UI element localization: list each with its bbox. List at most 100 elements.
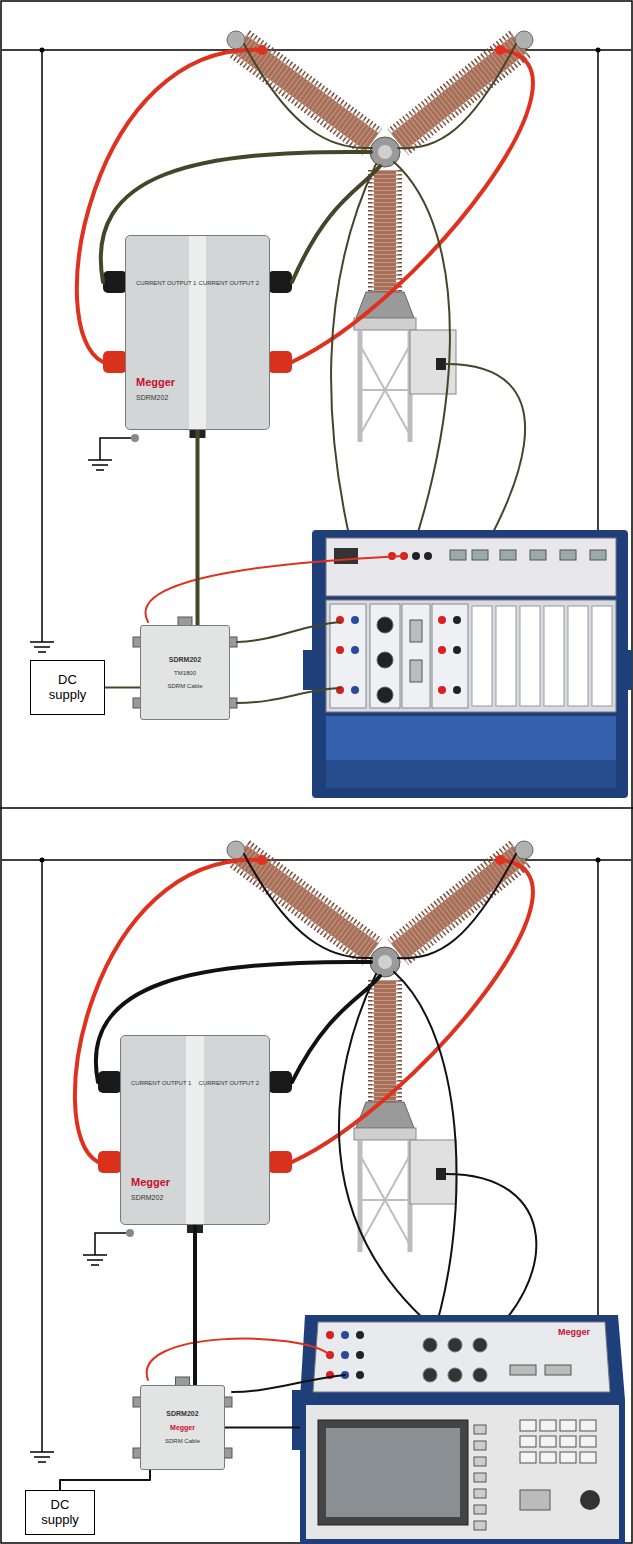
control-cabinet [410, 1140, 456, 1204]
top-panel [326, 538, 616, 596]
insulator [398, 44, 520, 142]
breaker-head [378, 955, 392, 969]
d-sub [510, 1365, 536, 1375]
jack [356, 1331, 364, 1339]
supply-box: DC supply [25, 1490, 95, 1535]
socket [473, 1338, 487, 1352]
terminal-knob [103, 271, 127, 293]
jack [438, 616, 446, 624]
cable-connector [60, 1470, 150, 1490]
terminal-cap [227, 841, 245, 859]
panel [2, 841, 631, 1462]
banana-jack [412, 552, 420, 560]
insulator [368, 170, 402, 292]
cable-connector [225, 1427, 300, 1429]
power-inlet [334, 548, 358, 564]
module [402, 604, 430, 708]
node-label: CURRENT OUTPUT 2 [199, 1080, 259, 1087]
screen-frame [318, 1420, 468, 1525]
insulator [398, 44, 520, 142]
support-top [354, 1128, 416, 1140]
terminal-knob [98, 1151, 122, 1173]
jack [453, 686, 461, 694]
softkey [474, 1457, 486, 1466]
jack [326, 1331, 334, 1339]
module [330, 604, 366, 708]
node-label: TM1800 [174, 670, 196, 677]
cable [145, 556, 404, 622]
empty-slot [592, 606, 612, 706]
terminal-cap [227, 31, 245, 49]
jack [356, 1351, 364, 1359]
screen [326, 1428, 460, 1517]
node-label: SDRM Cable [165, 1438, 200, 1445]
jack [438, 686, 446, 694]
insulator [374, 170, 396, 292]
terminal-cap [515, 841, 533, 859]
module [432, 604, 468, 708]
cable [292, 976, 380, 1082]
ground-symbol [34, 646, 50, 648]
ground-lead [95, 1233, 126, 1255]
softkey [474, 1441, 486, 1450]
node-label: SDRM202 [136, 394, 168, 402]
lid-panel [313, 1322, 610, 1392]
jack [453, 646, 461, 654]
socket [448, 1368, 462, 1382]
d-sub [545, 1365, 571, 1375]
key [580, 1452, 596, 1463]
empty-slot [544, 606, 564, 706]
ground-symbol [38, 1461, 46, 1463]
key [540, 1420, 556, 1431]
wing-nut [126, 1229, 134, 1237]
cable [398, 44, 516, 148]
node-label: SDRM202 [131, 1194, 163, 1202]
softkey [474, 1425, 486, 1434]
insulator [398, 44, 520, 142]
d-sub [410, 660, 422, 682]
socket [473, 1368, 487, 1382]
key [560, 1452, 576, 1463]
ground-symbol [92, 464, 108, 466]
port [560, 550, 576, 560]
test-set [292, 1315, 625, 1542]
ground-symbol [38, 651, 46, 653]
support-brace [360, 1155, 410, 1245]
insulator [398, 854, 520, 952]
key [560, 1420, 576, 1431]
ground-symbol [96, 469, 104, 471]
base-shade [326, 760, 616, 788]
cable [398, 854, 516, 958]
node-label: SDRM202 [169, 656, 201, 664]
terminal-knob [103, 351, 127, 373]
jack [351, 686, 359, 694]
ground-symbol [30, 641, 54, 643]
ground-symbol [34, 1456, 50, 1458]
jack [438, 646, 446, 654]
port [590, 550, 606, 560]
node-label: CURRENT OUTPUT 1 [131, 1080, 191, 1087]
jack [341, 1351, 349, 1359]
support-brace [360, 1199, 410, 1201]
socket [377, 652, 393, 668]
front-body [303, 1402, 622, 1542]
ground-symbol [83, 1254, 107, 1256]
port [500, 550, 516, 560]
test-set-unit: Megger [300, 1310, 625, 1540]
jack [336, 646, 344, 654]
cable [237, 622, 340, 642]
node-label: CURRENT OUTPUT 2 [199, 280, 259, 287]
port [450, 550, 466, 560]
support-brace [360, 345, 410, 435]
busbar [2, 859, 631, 861]
support-brace [360, 389, 410, 391]
socket [423, 1338, 437, 1352]
cable [292, 860, 533, 1162]
key [580, 1436, 596, 1447]
knob [580, 1490, 600, 1510]
cable-connector [105, 687, 140, 689]
terminal-knob [98, 1071, 122, 1093]
insulator [368, 980, 402, 1102]
node-label: DC supply [49, 673, 87, 703]
jack [351, 646, 359, 654]
